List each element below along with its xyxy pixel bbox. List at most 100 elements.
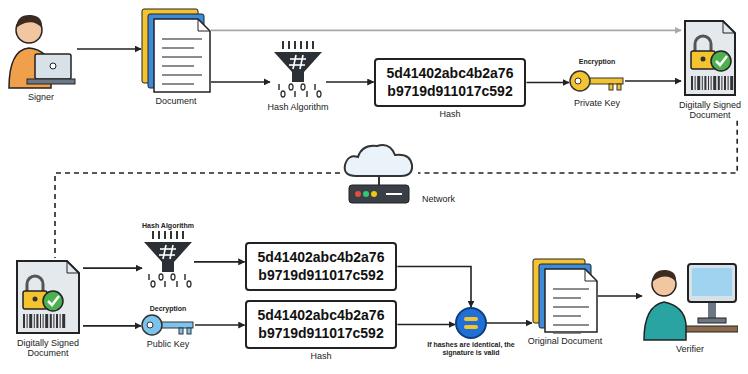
- barcode-bar: [713, 76, 716, 90]
- key-tooth: [187, 328, 191, 334]
- page-fold: [585, 269, 597, 281]
- laptop-screen: [35, 54, 71, 79]
- bit-mark: [306, 91, 308, 97]
- page-fold: [723, 21, 735, 33]
- hash-value-box: 5d41402abc4b2a76 b9719d911017c592: [374, 58, 527, 107]
- key-tooth: [609, 84, 613, 90]
- text-line: [162, 83, 194, 85]
- hash-algorithm-icon: [142, 230, 194, 290]
- node-label: Signer: [28, 92, 54, 102]
- front-page: [154, 19, 210, 92]
- check-mark: [716, 56, 727, 65]
- key-tooth: [179, 328, 183, 334]
- node-label: Digitally Signed Document: [676, 100, 744, 121]
- check-badge: [711, 51, 731, 71]
- signer-figure: Signer: [5, 8, 77, 102]
- text-line: [162, 74, 202, 76]
- bit-mark: [317, 91, 321, 97]
- desk: [682, 326, 738, 332]
- document-page: [17, 261, 79, 333]
- bit-mark: [148, 274, 150, 280]
- hash-algorithm-icon: [270, 40, 326, 100]
- equals-circle: [456, 308, 486, 338]
- node-label: Hash: [439, 109, 460, 119]
- bit-mark: [301, 84, 305, 90]
- flow-arrow: [77, 48, 141, 50]
- laptop-base: [27, 79, 75, 84]
- node-label: Encryption: [579, 58, 616, 66]
- node-label: Verifier: [676, 344, 704, 354]
- barcode-bar: [704, 76, 706, 90]
- key-tooth: [617, 84, 621, 90]
- flow-arrow: [83, 325, 141, 327]
- hash-value: 5d41402abc4b2a76 b9719d911017c592: [387, 65, 514, 100]
- text-line: [553, 315, 581, 317]
- signed-document-icon: Digitally Signed Document: [676, 18, 744, 121]
- lock-keyhole: [33, 297, 38, 302]
- barcode-bar: [730, 76, 733, 90]
- barcode-bar: [40, 314, 41, 328]
- text-line: [553, 297, 581, 299]
- node-label: Hash: [310, 351, 331, 361]
- hair: [16, 15, 42, 28]
- funnel: [144, 242, 192, 272]
- hash-mark: [170, 245, 173, 259]
- hash-box: 5d41402abc4b2a76 b9719d911017c592Hash: [365, 58, 535, 119]
- check-mark: [48, 296, 59, 305]
- private-key-icon: EncryptionPrivate Key: [562, 58, 632, 108]
- lock-shackle: [695, 36, 711, 52]
- equals-bar: [464, 317, 478, 321]
- node-label: Hash Algorithm: [142, 222, 194, 230]
- icon-box: [340, 140, 418, 206]
- barcode-bar: [29, 314, 32, 328]
- private-key-icon: [569, 66, 625, 96]
- barcode-bar: [728, 76, 729, 90]
- server-light: [363, 191, 369, 197]
- input-stroke: [170, 231, 172, 239]
- icon-box: [270, 40, 326, 100]
- barcode-bar: [721, 76, 722, 90]
- node-label: Decryption: [150, 305, 187, 313]
- input-stroke: [300, 41, 302, 49]
- input-stroke: [182, 231, 184, 239]
- input-stroke: [164, 231, 166, 239]
- body: [644, 302, 686, 340]
- input-stroke: [152, 231, 154, 239]
- node-label: If hashes are identical, the signature i…: [423, 341, 519, 358]
- hash-algorithm-icon: Hash Algorithm: [258, 40, 338, 112]
- document-icon: Original Document: [520, 258, 610, 346]
- node-label: Private Key: [574, 98, 620, 108]
- icon-box: [5, 8, 77, 90]
- icon-box: [642, 256, 738, 342]
- hash-mark: [159, 254, 175, 256]
- flow-arrow: [397, 267, 471, 308]
- flow-arrow: [194, 261, 245, 263]
- bit-mark: [314, 84, 316, 90]
- barcode-bar: [697, 76, 700, 90]
- input-stroke: [294, 41, 296, 49]
- barcode-bar: [711, 76, 712, 90]
- monitor-stand: [708, 302, 716, 318]
- hash-box: 5d41402abc4b2a76 b9719d911017c592: [232, 242, 410, 291]
- icon-box: [532, 258, 598, 334]
- barcode-bar: [708, 76, 709, 90]
- hash-value: 5d41402abc4b2a76 b9719d911017c592: [258, 249, 385, 284]
- server-light: [371, 191, 377, 197]
- document-icon: [141, 8, 211, 94]
- barcode-bar: [56, 314, 58, 328]
- network-link: [418, 121, 737, 173]
- input-stroke: [176, 231, 178, 239]
- hash-mark: [300, 55, 303, 69]
- monitor-base: [698, 318, 726, 323]
- key-shaft: [587, 78, 623, 84]
- icon-box: [569, 66, 625, 96]
- verifier-figure: [642, 256, 738, 342]
- text-line: [553, 288, 589, 290]
- hash-value-box: 5d41402abc4b2a76 b9719d911017c592: [245, 242, 398, 291]
- page-fold: [198, 19, 210, 31]
- front-page: [545, 269, 597, 332]
- icon-box: [681, 18, 739, 98]
- lock-shackle: [27, 276, 43, 292]
- flow-arrow: [195, 324, 245, 326]
- flow-arrow: [211, 81, 270, 83]
